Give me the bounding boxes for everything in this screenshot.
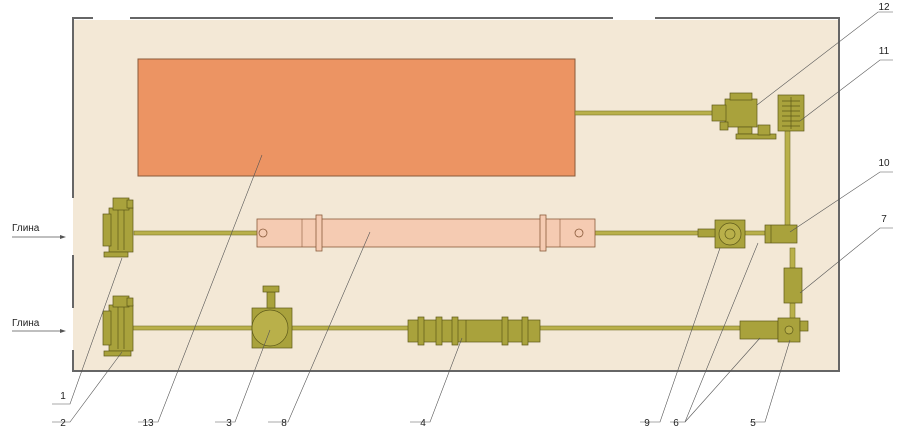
callout-4: 4 bbox=[420, 418, 426, 429]
leader-lines bbox=[52, 11, 893, 423]
inlet-arrow-top-icon bbox=[12, 235, 66, 239]
callout-9: 9 bbox=[644, 418, 650, 429]
callout-2: 2 bbox=[60, 418, 66, 429]
callout-3: 3 bbox=[226, 418, 232, 429]
roller-unit bbox=[697, 219, 746, 249]
workshop-walls bbox=[72, 17, 840, 372]
extruder bbox=[739, 317, 809, 343]
inlet-label-top: Глина bbox=[12, 223, 40, 234]
kiln bbox=[137, 58, 576, 177]
callout-11: 11 bbox=[879, 46, 890, 57]
clay-feeder-1 bbox=[102, 197, 134, 258]
callout-10: 10 bbox=[878, 158, 890, 169]
stacking-machine bbox=[711, 92, 777, 140]
inlet-arrow-bottom-icon bbox=[12, 329, 66, 333]
callout-7: 7 bbox=[881, 214, 887, 225]
callout-5: 5 bbox=[750, 418, 756, 429]
mixer bbox=[407, 316, 541, 346]
callout-6: 6 bbox=[673, 418, 679, 429]
callout-1: 1 bbox=[60, 391, 66, 402]
press-unit bbox=[764, 224, 798, 244]
crusher bbox=[251, 285, 293, 349]
conveyor-drive bbox=[783, 267, 803, 304]
cutter-grid bbox=[777, 94, 805, 132]
dryer-drum bbox=[256, 214, 596, 252]
callout-12: 12 bbox=[878, 2, 890, 13]
inlet-label-bottom: Глина bbox=[12, 318, 40, 329]
callout-13: 13 bbox=[142, 418, 154, 429]
clay-feeder-2 bbox=[102, 295, 134, 357]
callout-8: 8 bbox=[281, 418, 287, 429]
